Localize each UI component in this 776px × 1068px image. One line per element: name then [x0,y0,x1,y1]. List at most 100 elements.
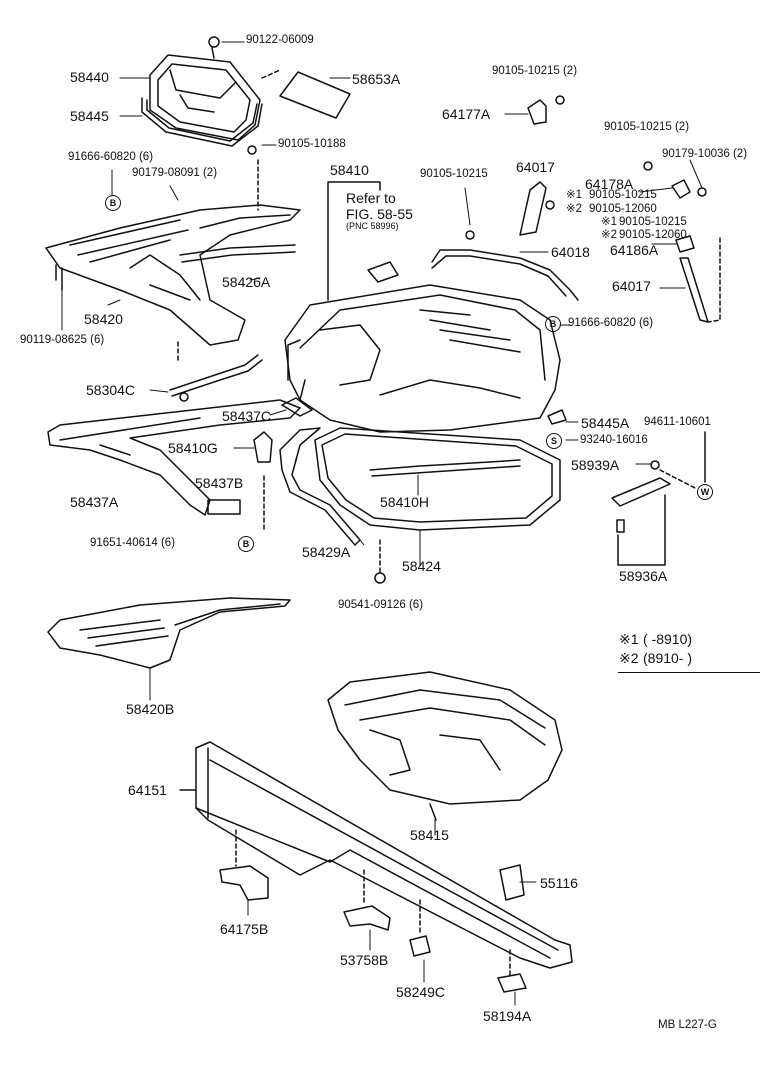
part-label: 58420B [126,701,175,717]
bracket-55116 [499,864,525,901]
part-label: 91666-60820 (6) [68,151,154,163]
part-label: 64178A [585,176,634,192]
part-label: 91666-60820 (6) [568,317,654,329]
part-label: 90179-08091 (2) [132,167,218,179]
mark-b-circle: B [545,316,561,332]
part-label: 53758B [340,952,389,968]
part-label: 58437A [70,494,119,510]
part-label: 58410 [330,162,369,178]
rod-58429A [279,427,361,546]
legend-text-1: ( -8910) [643,631,693,647]
part-label: 58424 [402,558,441,574]
part-label: 58249C [396,984,446,1000]
part-label: 58304C [86,382,136,398]
legend-mark-2: ※2 [619,650,639,666]
pad-58653A-drawing [279,71,351,119]
bracket-64186A [675,235,695,253]
part-label: 58420 [84,311,123,327]
part-label: 90105-10215 [589,189,657,201]
mark-w-circle: W [697,484,713,500]
legend-text-2: (8910- ) [643,650,693,666]
refer-line-2: FIG. 58-55 [346,206,413,222]
strap-58936A [611,477,671,507]
frame-58424 [314,427,561,531]
part-label: 64177A [442,106,491,122]
rod-58304C [169,354,259,391]
note-mark: ※1 [566,189,583,201]
note-mark: ※1 [601,216,618,228]
part-label: 58410G [168,440,218,456]
rod-64017-b [679,257,709,323]
frame-58437A [47,399,301,516]
bracket-64178A [671,179,691,199]
rod-64017-a [519,181,547,236]
strip-58426A [179,244,296,256]
legend-underline [618,672,760,673]
leader-dash [261,69,281,79]
part-label: 90119-08625 (6) [20,334,105,346]
part-label: 90105-10188 [278,138,346,150]
part-label: 58440 [70,69,109,85]
part-label: 90105-10215 [420,168,488,180]
clip-58445A [547,409,567,425]
bracket-64175B [219,865,269,901]
tray-58420-drawing [45,204,301,346]
part-label: 64151 [128,782,167,798]
part-label: 90105-10215 [619,216,687,228]
part-label: 58410H [380,494,430,510]
bracket-58410G [253,431,273,463]
tray-58420B-drawing [47,597,291,669]
legend-mark-1: ※1 [619,631,639,647]
part-label: 93240-16016 [580,434,648,446]
part-label: 91651-40614 (6) [90,537,176,549]
part-label: 94611-10601 [644,416,711,428]
part-label: 58437B [195,475,244,491]
part-label: 58445A [581,415,630,431]
note-mark: ※2 [566,203,583,215]
note-mark: ※2 [601,229,618,241]
gasket-58445-drawing [141,97,263,147]
part-label: 64186A [610,242,659,258]
refer-line-3: (PNC 58996) [346,221,399,231]
part-label: 58939A [571,457,620,473]
bracket-refer [367,261,399,283]
part-label: 90105-10215 (2) [492,65,578,77]
part-label: 58426A [222,274,271,290]
clip-58437C [281,397,313,417]
part-label: 64017 [612,278,651,294]
pad-58437B [207,499,241,515]
bracket-53758B [343,905,391,931]
refer-line-1: Refer to [346,190,396,206]
mark-b-circle: B [105,195,121,211]
tank-58410-drawing [284,284,561,433]
mark-b-circle: B [238,536,254,552]
bracket-58249C [409,935,431,957]
cable-64018 [431,249,579,301]
part-label: 58445 [70,108,109,124]
part-label: 58653A [352,71,401,87]
bracket-64177A [527,99,547,125]
part-label: 90541-09126 (6) [338,599,424,611]
part-label: 90105-12060 [619,229,687,241]
tank-58415-drawing [327,671,563,821]
part-label: 58194A [483,1008,532,1024]
part-label: 58429A [302,544,351,560]
part-label: 90122-06009 [246,34,314,46]
part-label: 55116 [540,875,578,891]
part-label: 90179-10036 (2) [662,148,748,160]
part-label: 58415 [410,827,449,843]
bracket-58194A [497,973,527,993]
part-label: 58936A [619,568,668,584]
part-label: 64018 [551,244,590,260]
part-label: 90105-12060 [589,203,657,215]
part-label: 64175B [220,921,269,937]
diagram-code: MB L227-G [658,1019,717,1031]
part-label: 58437C [222,408,272,424]
part-label: 90105-10215 (2) [604,121,690,133]
part-label: 64017 [516,159,555,175]
mark-s-circle: S [546,433,562,449]
leader-lines [61,41,703,1006]
cover-58440-drawing [149,36,261,141]
